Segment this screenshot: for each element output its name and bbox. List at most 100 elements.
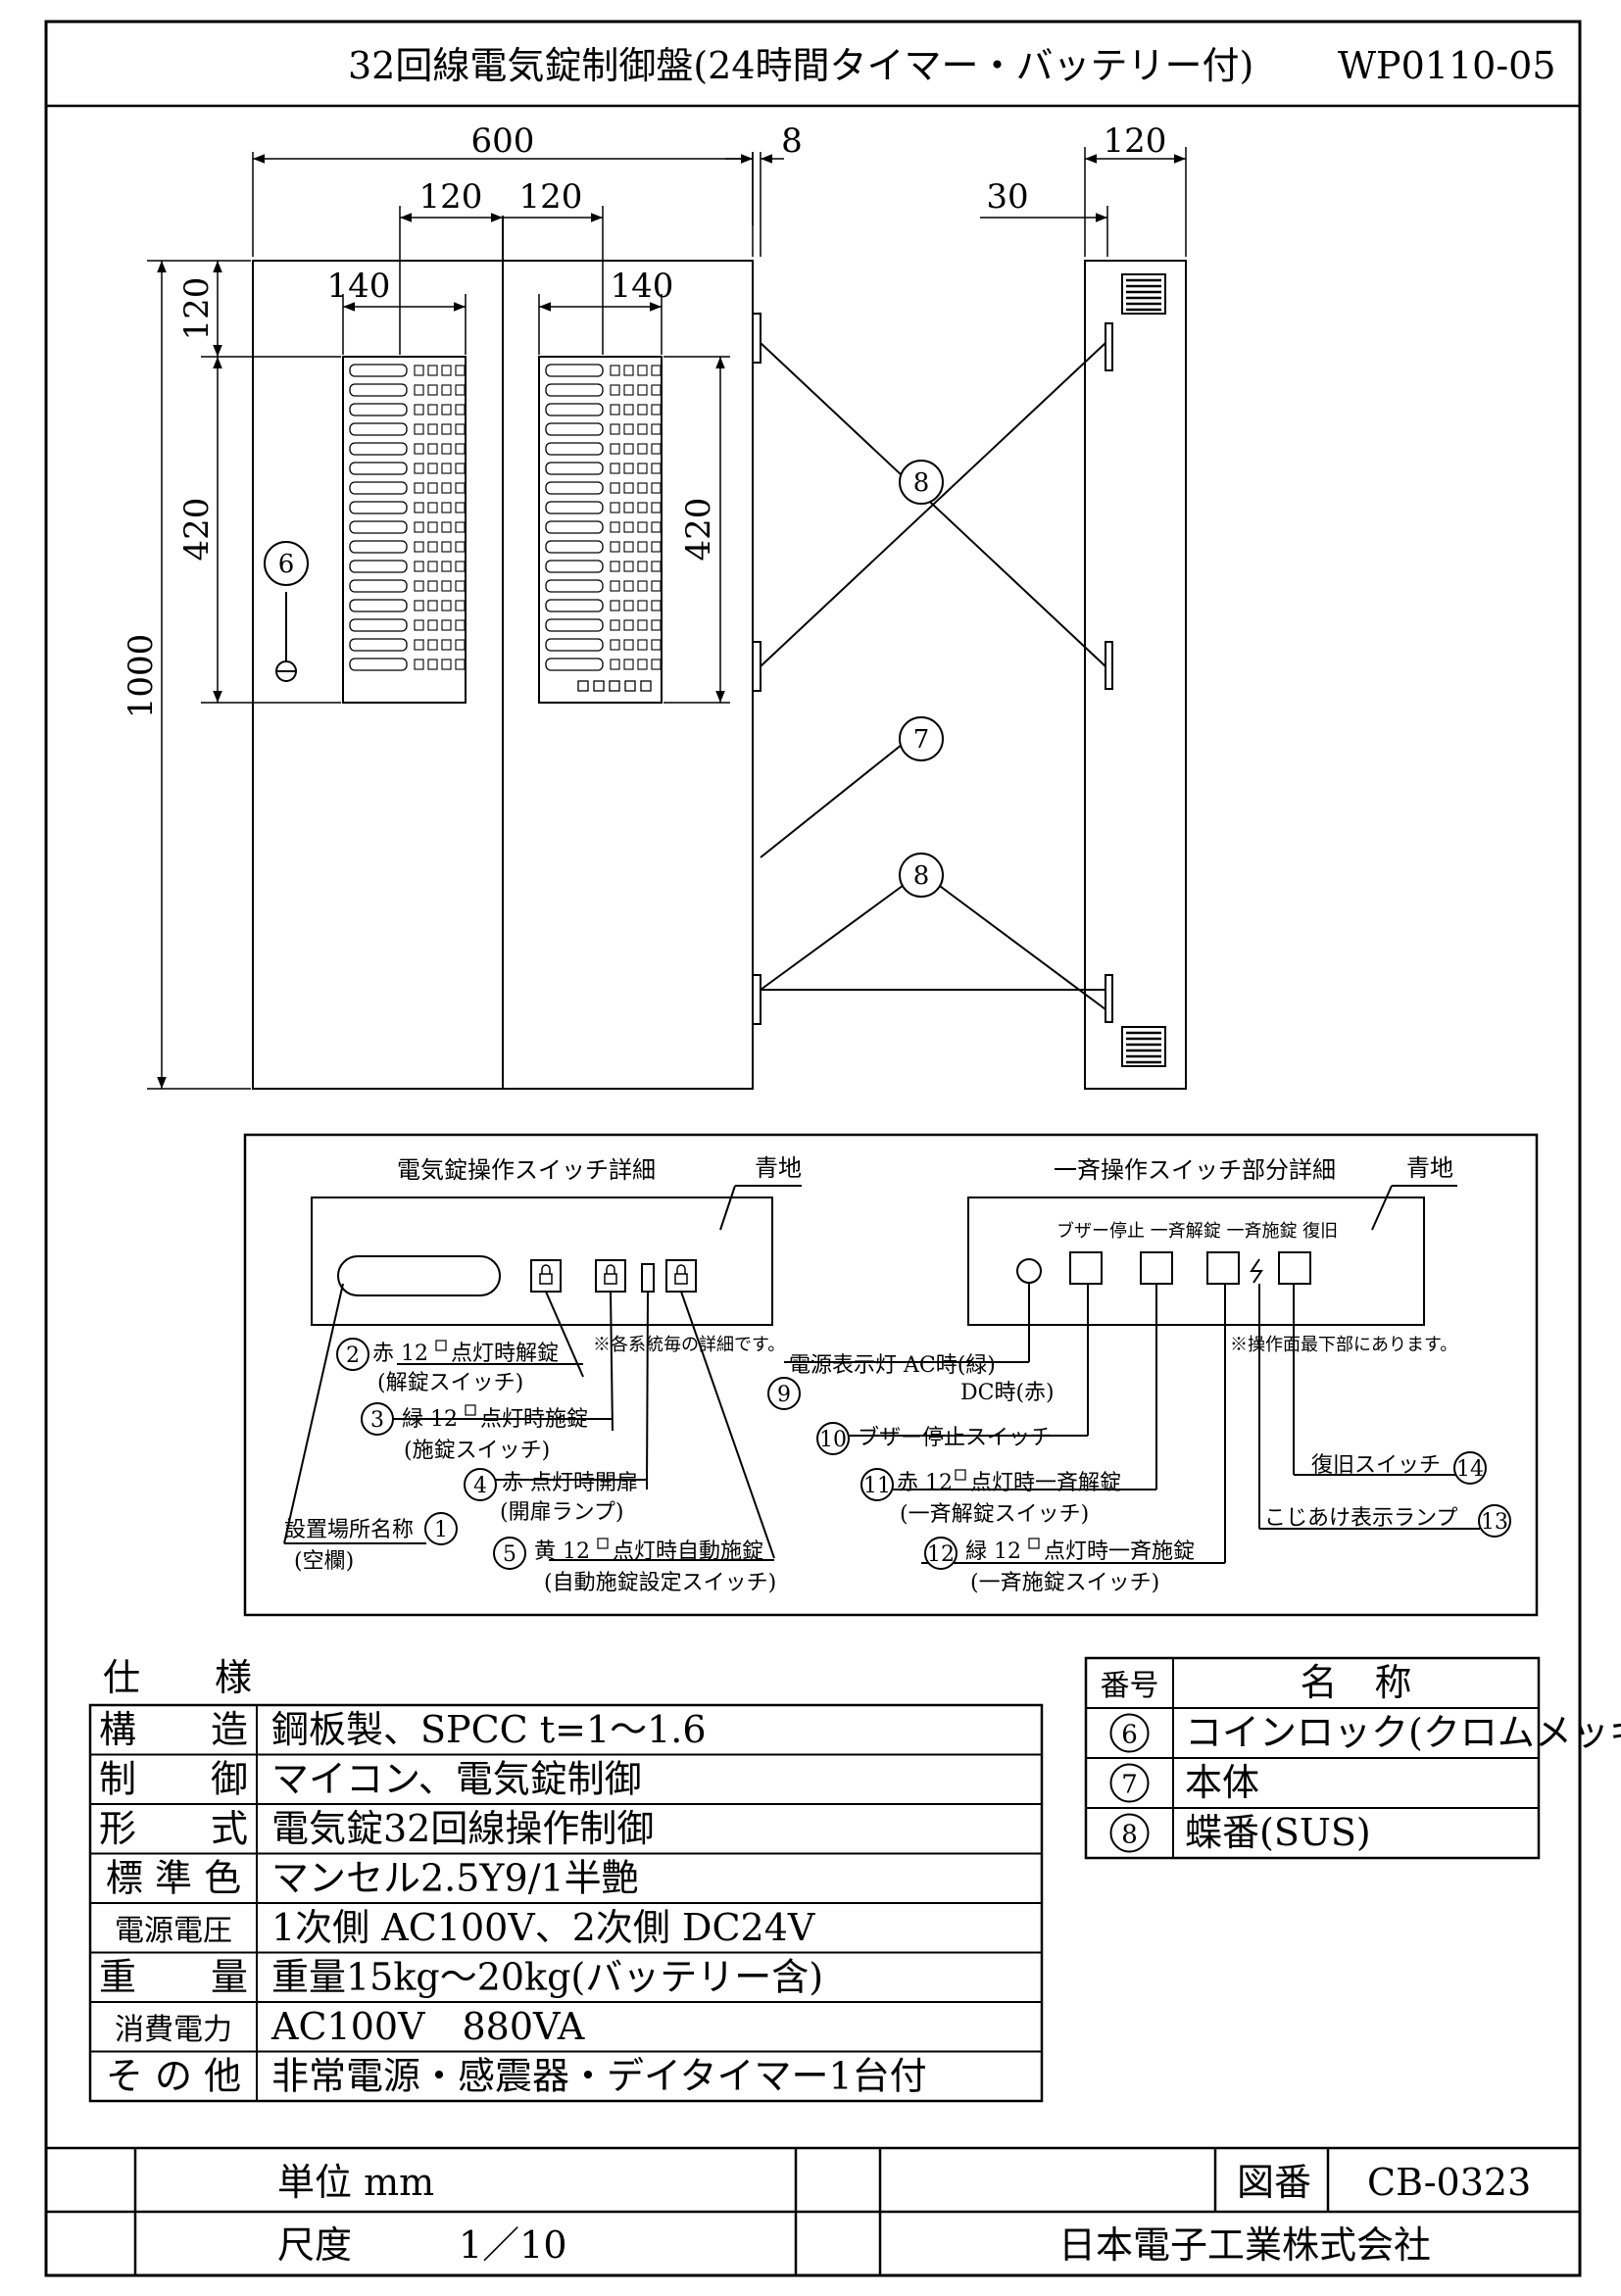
indicator xyxy=(441,561,452,572)
detail-box xyxy=(243,1133,1539,1617)
item-2-label: 点灯時解錠 xyxy=(451,1342,559,1366)
indicator xyxy=(651,502,662,513)
indicator xyxy=(610,423,620,435)
indicator xyxy=(441,619,452,631)
indicator xyxy=(427,541,438,553)
tamper-lamp-label: こじあけ表示ランプ xyxy=(1264,1506,1457,1531)
slot xyxy=(349,520,408,534)
left-switch-panel-slots xyxy=(349,364,466,671)
spec-value: 重量15kg～20kg(バッテリー含) xyxy=(271,1956,823,1999)
indicator xyxy=(441,384,452,396)
slot xyxy=(545,481,604,495)
indicator xyxy=(427,404,438,415)
lock-icons xyxy=(539,1264,688,1285)
slot xyxy=(349,442,408,456)
callout-7: 7 xyxy=(913,725,930,755)
indicator xyxy=(623,639,634,651)
dim-120-left: 120 xyxy=(419,177,483,217)
indicator xyxy=(610,561,620,572)
callout-8-bottom: 8 xyxy=(913,861,930,891)
callout-10: 10 xyxy=(819,1428,847,1452)
indicator xyxy=(610,580,620,592)
dim-1000: 1000 xyxy=(122,634,161,719)
indicator xyxy=(610,521,620,533)
spec-heading: 仕 様 xyxy=(103,1656,252,1699)
item-5-color: 黄 12 xyxy=(534,1539,590,1564)
slot xyxy=(349,481,408,495)
indicator xyxy=(637,600,648,611)
scale-label: 尺度 xyxy=(277,2223,352,2267)
indicator xyxy=(441,502,452,513)
callout-2: 2 xyxy=(346,1343,360,1368)
place-name-label: 設置場所名称 xyxy=(284,1518,414,1542)
indicator xyxy=(427,365,438,376)
drawing-no: CB-0323 xyxy=(1367,2161,1531,2204)
batch-lock-desc: (一斉施錠スイッチ) xyxy=(970,1571,1159,1595)
indicator xyxy=(414,600,424,611)
indicator xyxy=(441,600,452,611)
spec-value: 非常電源・感震器・デイタイマー1台付 xyxy=(271,2055,927,2098)
batch-button xyxy=(624,680,636,692)
indicator xyxy=(637,659,648,670)
spec-value: マイコン、電気錠制御 xyxy=(271,1758,642,1801)
callout-circles xyxy=(264,460,944,898)
spec-label: 重 量 xyxy=(99,1956,248,1999)
item-2-desc: (解錠スイッチ) xyxy=(377,1371,523,1395)
callout-8-top: 8 xyxy=(913,468,930,498)
slot xyxy=(545,638,604,652)
indicator xyxy=(637,502,648,513)
indicator xyxy=(637,384,648,396)
indicator xyxy=(610,404,620,415)
indicator xyxy=(637,521,648,533)
callout-3: 3 xyxy=(370,1408,384,1433)
indicator xyxy=(637,482,648,494)
dim-420-left: 420 xyxy=(177,498,217,562)
slot xyxy=(349,599,408,612)
slot xyxy=(349,403,408,416)
indicator xyxy=(414,580,424,592)
dim-140-left: 140 xyxy=(327,267,391,306)
indicator xyxy=(414,502,424,513)
batch-unlock-color: 赤 12 xyxy=(897,1471,953,1495)
indicator xyxy=(455,463,466,474)
slot xyxy=(545,618,604,632)
indicator xyxy=(441,443,452,455)
slot xyxy=(545,442,604,456)
indicator xyxy=(441,423,452,435)
spec-label: 電源電圧 xyxy=(115,1914,232,1948)
drawing-code: WP0110-05 xyxy=(1338,44,1556,87)
indicator xyxy=(427,639,438,651)
indicator xyxy=(441,482,452,494)
callout-6: 6 xyxy=(278,550,295,579)
indicator xyxy=(610,463,620,474)
indicator xyxy=(414,463,424,474)
indicator xyxy=(637,580,648,592)
indicator xyxy=(427,600,438,611)
indicator xyxy=(427,423,438,435)
batch-button xyxy=(640,680,652,692)
callout-4: 4 xyxy=(473,1474,487,1498)
parts-num: 8 xyxy=(1121,1821,1138,1850)
indicator xyxy=(414,639,424,651)
slot xyxy=(545,403,604,416)
indicator xyxy=(610,443,620,455)
dim-420-right: 420 xyxy=(679,498,718,562)
callout-12: 12 xyxy=(927,1542,955,1567)
parts-num: 6 xyxy=(1121,1721,1138,1750)
indicator xyxy=(651,600,662,611)
item-5-desc: (自動施錠設定スイッチ) xyxy=(544,1571,776,1595)
spec-label: 消費電力 xyxy=(115,2013,232,2047)
indicator xyxy=(610,619,620,631)
slot xyxy=(545,422,604,436)
indicator xyxy=(651,443,662,455)
indicator xyxy=(651,541,662,553)
item-2-color: 赤 12 xyxy=(372,1342,428,1366)
indicator xyxy=(441,404,452,415)
indicator xyxy=(623,619,634,631)
indicator xyxy=(455,384,466,396)
item-3-desc: (施錠スイッチ) xyxy=(404,1439,550,1463)
indicator xyxy=(637,463,648,474)
indicator xyxy=(623,659,634,670)
vent xyxy=(1121,273,1166,315)
